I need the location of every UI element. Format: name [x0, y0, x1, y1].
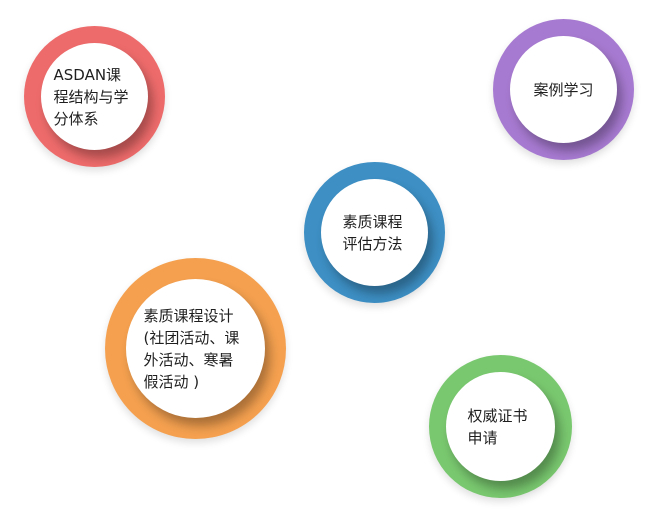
node-case-study: 案例学习 [493, 19, 634, 160]
node-certificate-inner: 权威证书申请 [446, 372, 555, 481]
node-case-study-inner: 案例学习 [510, 36, 617, 143]
node-course-design: 素质课程设计(社团活动、课外活动、寒暑假活动 ) [105, 258, 286, 439]
node-case-study-label: 案例学习 [533, 80, 594, 99]
node-course-design-inner: 素质课程设计(社团活动、课外活动、寒暑假活动 ) [126, 279, 265, 418]
node-evaluation-label: 素质课程评估方法 [342, 212, 403, 253]
node-asdan-course-structure: ASDAN课程结构与学分体系 [24, 26, 165, 167]
node-evaluation-inner: 素质课程评估方法 [321, 179, 428, 286]
node-certificate-label: 权威证书申请 [467, 406, 528, 447]
node-certificate-application: 权威证书申请 [429, 355, 572, 498]
node-course-design-label: 素质课程设计(社团活动、课外活动、寒暑假活动 ) [143, 306, 240, 391]
node-evaluation-method: 素质课程评估方法 [304, 162, 445, 303]
node-asdan-label: ASDAN课程结构与学分体系 [53, 65, 129, 128]
node-asdan-inner: ASDAN课程结构与学分体系 [41, 43, 148, 150]
